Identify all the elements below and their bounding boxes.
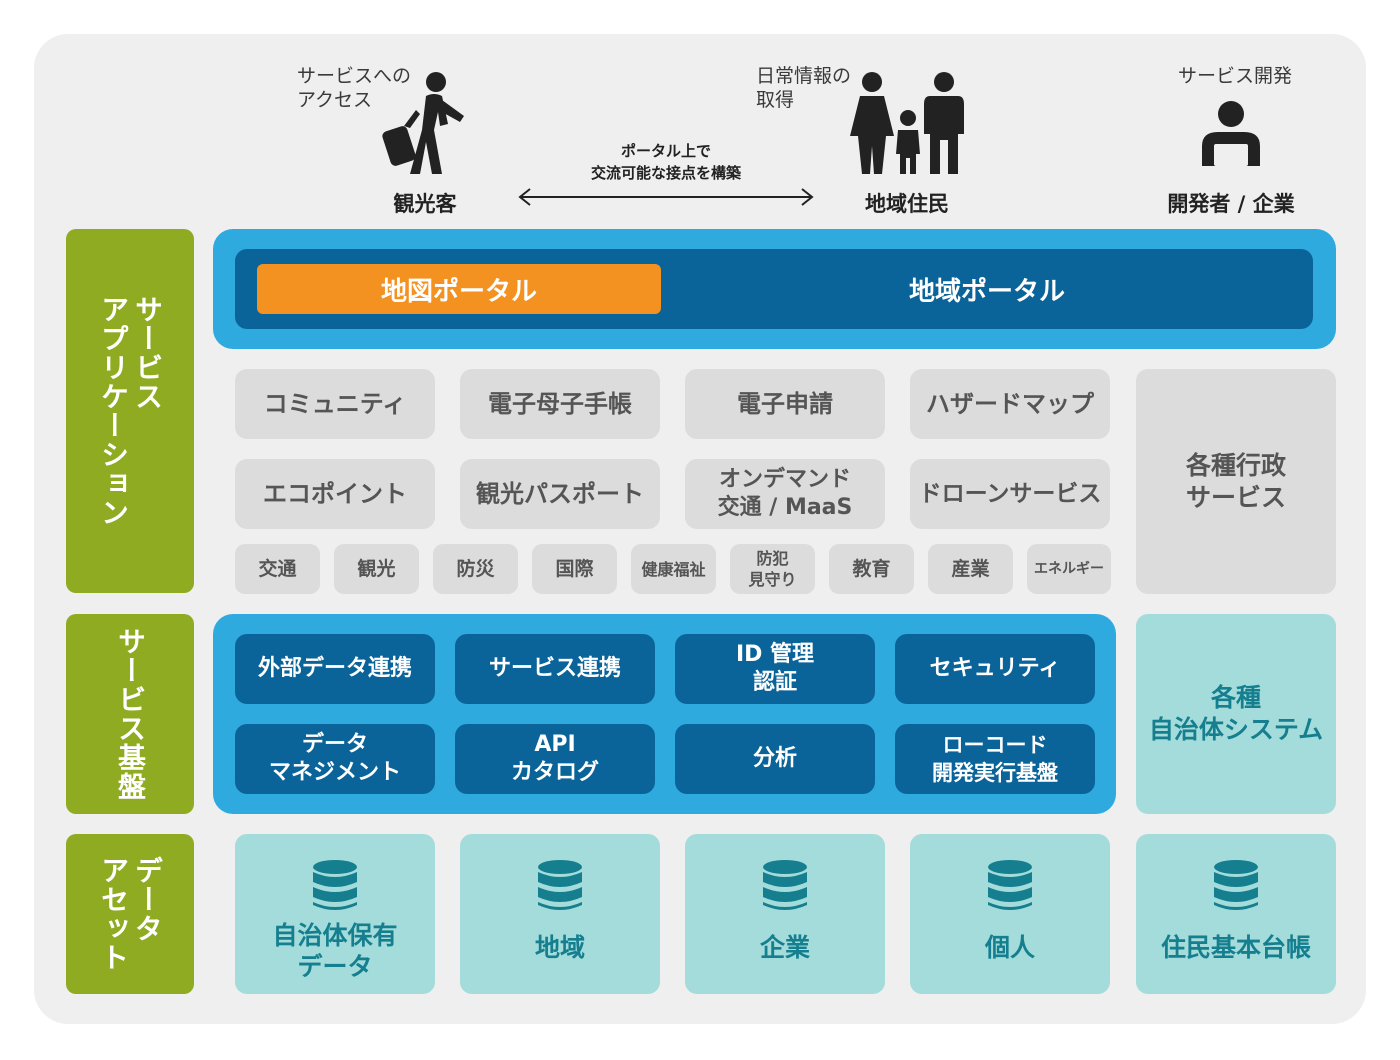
bidirectional-arrow-icon bbox=[518, 188, 814, 206]
database-icon bbox=[538, 860, 582, 910]
database-icon bbox=[313, 860, 357, 910]
section-label-platform: サービス基盤 bbox=[66, 614, 194, 814]
module-low-code-platform[interactable]: ローコード 開発実行基盤 bbox=[895, 724, 1095, 794]
data-asset-resident-registry[interactable]: 住民基本台帳 bbox=[1136, 834, 1336, 994]
domain-international[interactable]: 国際 bbox=[532, 544, 617, 594]
database-icon bbox=[1214, 860, 1258, 910]
map-portal-button[interactable]: 地図ポータル bbox=[257, 264, 661, 314]
resident-caption: 日常情報の 取得 bbox=[756, 65, 852, 111]
module-api-catalog[interactable]: API カタログ bbox=[455, 724, 655, 794]
module-id-authentication[interactable]: ID 管理 認証 bbox=[675, 634, 875, 704]
domain-industry[interactable]: 産業 bbox=[928, 544, 1013, 594]
domain-transport[interactable]: 交通 bbox=[235, 544, 320, 594]
data-asset-label: 企業 bbox=[759, 933, 810, 962]
domain-disaster-prevention[interactable]: 防災 bbox=[433, 544, 518, 594]
data-asset-personal[interactable]: 個人 bbox=[910, 834, 1110, 994]
service-hazard-map[interactable]: ハザードマップ bbox=[910, 369, 1110, 439]
data-asset-label: 自治体保有 データ bbox=[272, 921, 398, 981]
admin-services[interactable]: 各種行政 サービス bbox=[1136, 369, 1336, 594]
tourist-caption: サービスへの アクセス bbox=[297, 65, 412, 111]
service-on-demand-maas[interactable]: オンデマンド 交通 / MaaS bbox=[685, 459, 885, 529]
database-icon bbox=[988, 860, 1032, 910]
section-label-data-assets: データ アセット bbox=[66, 834, 194, 994]
module-data-management[interactable]: データ マネジメント bbox=[235, 724, 435, 794]
data-asset-corporate[interactable]: 企業 bbox=[685, 834, 885, 994]
data-asset-label: 個人 bbox=[984, 933, 1035, 962]
tourist-name: 観光客 bbox=[393, 192, 457, 216]
resident-name: 地域住民 bbox=[865, 192, 949, 216]
service-e-maternal-handbook[interactable]: 電子母子手帳 bbox=[460, 369, 660, 439]
data-asset-municipal[interactable]: 自治体保有 データ bbox=[235, 834, 435, 994]
domain-tourism[interactable]: 観光 bbox=[334, 544, 419, 594]
module-service-integration[interactable]: サービス連携 bbox=[455, 634, 655, 704]
data-asset-label: 住民基本台帳 bbox=[1160, 933, 1311, 962]
data-asset-regional[interactable]: 地域 bbox=[460, 834, 660, 994]
section-label-application: サービス アプリケーション bbox=[66, 229, 194, 593]
service-e-application[interactable]: 電子申請 bbox=[685, 369, 885, 439]
regional-portal-button[interactable]: 地域ポータル bbox=[908, 276, 1065, 307]
data-asset-label: 地域 bbox=[534, 933, 585, 962]
developer-icon bbox=[1202, 101, 1260, 166]
domain-energy[interactable]: エネルギー bbox=[1027, 544, 1111, 594]
service-platform-panel: 外部データ連携 サービス連携 ID 管理 認証 セキュリティ データ マネジメン… bbox=[213, 614, 1116, 814]
domain-education[interactable]: 教育 bbox=[829, 544, 914, 594]
domain-crime-prevention[interactable]: 防犯 見守り bbox=[730, 544, 815, 594]
portal-band: 地図ポータル 地域ポータル bbox=[213, 229, 1336, 349]
module-security[interactable]: セキュリティ bbox=[895, 634, 1095, 704]
module-external-data-integration[interactable]: 外部データ連携 bbox=[235, 634, 435, 704]
municipal-systems[interactable]: 各種 自治体システム bbox=[1136, 614, 1336, 814]
module-analytics[interactable]: 分析 bbox=[675, 724, 875, 794]
developer-name: 開発者 / 企業 bbox=[1167, 192, 1295, 216]
service-community[interactable]: コミュニティ bbox=[235, 369, 435, 439]
portal-inner: 地図ポータル 地域ポータル bbox=[235, 249, 1313, 329]
service-eco-point[interactable]: エコポイント bbox=[235, 459, 435, 529]
database-icon bbox=[763, 860, 807, 910]
interaction-label: ポータル上で 交流可能な接点を構築 bbox=[590, 142, 741, 182]
developer-caption: サービス開発 bbox=[1177, 65, 1292, 87]
service-tourism-passport[interactable]: 観光パスポート bbox=[460, 459, 660, 529]
service-drone[interactable]: ドローンサービス bbox=[910, 459, 1110, 529]
domain-health-welfare[interactable]: 健康福祉 bbox=[631, 544, 716, 594]
family-icon bbox=[850, 72, 964, 174]
tourist-icon bbox=[382, 72, 464, 174]
